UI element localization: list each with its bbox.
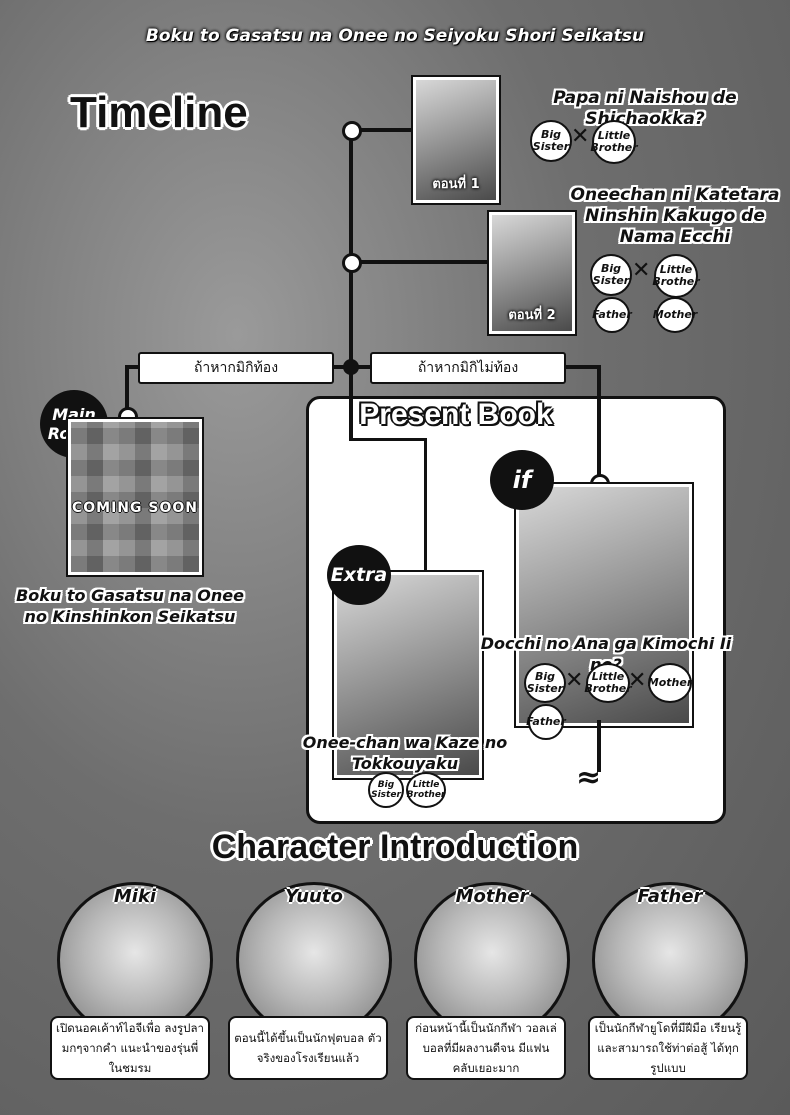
main-route-title-line-1: Boku to Gasatsu na Onee [16, 586, 244, 605]
tag-little-brother: Little Brother [652, 254, 700, 298]
extra-connector-v [424, 438, 427, 572]
continuation-icon: ≈ [576, 760, 602, 795]
episode-2-cover[interactable]: ตอนที่ 2 [489, 212, 575, 334]
tag-little-brother: Little Brother [584, 663, 632, 703]
episode-2-title-line-2: Ninshin Kakugo de [585, 206, 765, 226]
episode-2-title-line-3: Nama Ecchi [619, 227, 731, 247]
character-desc-miki: เปิดนอคเค้าท์ไอจีเพื่อ ลงรูปลามกๆจากคำ แ… [50, 1016, 210, 1080]
connector-ep2 [351, 260, 489, 264]
character-name-miki: Miki [113, 886, 157, 907]
main-route-cover[interactable]: COMING SOON [68, 419, 202, 575]
extra-connector-inner [349, 399, 353, 440]
coming-soon-text: COMING SOON [71, 500, 198, 516]
branch-label-pregnant: ถ้าหากมิกิท้อง [138, 352, 334, 384]
tag-father: Father [592, 297, 632, 333]
tag-little-brother: Little Brother [406, 772, 446, 808]
tag-big-sister: Big Sister [530, 120, 572, 162]
branch-label-not-pregnant: ถ้าหากมิกิไม่ท้อง [370, 352, 566, 384]
portrait-mother [414, 882, 570, 1038]
cross-icon: ✕ [571, 124, 590, 149]
extra-title-line-2: Tokkouyaku [351, 754, 459, 773]
series-title: Boku to Gasatsu na Onee no Seiyoku Shori… [145, 26, 645, 46]
tag-big-sister: Big Sister [524, 663, 566, 703]
tag-father: Father [526, 704, 566, 740]
tag-little-brother: Little Brother [590, 120, 638, 164]
connector-ep1 [351, 128, 413, 132]
extra-badge: Extra [327, 545, 391, 605]
timeline-trunk [349, 130, 353, 440]
character-desc-father: เป็นนักกีฬายูโดที่มีฝีมือ เรียนรู้และสาม… [588, 1016, 748, 1080]
main-route-title: Boku to Gasatsu na Onee no Kinshinkon Se… [10, 585, 250, 627]
episode-2-label: ตอนที่ 2 [508, 308, 556, 323]
tag-mother: Mother [653, 297, 697, 333]
character-name-mother: Mother [455, 886, 529, 907]
character-name-father: Father [637, 886, 703, 907]
portrait-father [592, 882, 748, 1038]
extra-cover[interactable] [334, 572, 482, 778]
episode-2-title-line-1: Oneechan ni Katetara [570, 185, 780, 205]
episode-1-cover[interactable]: ตอนที่ 1 [413, 77, 499, 203]
if-badge: if [490, 450, 554, 510]
tag-mother: Mother [648, 663, 692, 703]
main-route-title-line-2: no Kinshinkon Seikatsu [24, 607, 236, 626]
cross-icon: ✕ [628, 668, 647, 693]
extra-title-line-1: Onee-chan wa Kaze no [302, 733, 508, 752]
tag-big-sister: Big Sister [590, 254, 632, 296]
cross-icon: ✕ [632, 258, 651, 283]
branch-left-down [125, 365, 129, 417]
extra-title: Onee-chan wa Kaze no Tokkouyaku [300, 732, 510, 774]
character-name-yuuto: Yuuto [285, 886, 343, 907]
portrait-yuuto [236, 882, 392, 1038]
extra-connector-h [349, 438, 427, 441]
tag-big-sister: Big Sister [368, 772, 404, 808]
timeline-node-ep1 [342, 121, 362, 141]
character-desc-mother: ก่อนหน้านี้เป็นนักกีฬา วอลเล่บอลที่มีผลง… [406, 1016, 566, 1080]
episode-1-label: ตอนที่ 1 [432, 177, 480, 192]
timeline-title: Timeline [70, 88, 248, 137]
character-intro-title: Character Introduction [211, 828, 579, 866]
present-book-title: Present Book [359, 398, 553, 431]
timeline-node-branch [343, 359, 359, 375]
if-connector-inner [597, 399, 601, 479]
if-continuation-line [597, 720, 601, 772]
character-desc-yuuto: ตอนนี้ได้ขึ้นเป็นนักฟุตบอล ตัวจริงของโรง… [228, 1016, 388, 1080]
timeline-node-ep2 [342, 253, 362, 273]
episode-1-title: Papa ni Naishou de Shichaokka? [553, 88, 737, 129]
episode-2-title: Oneechan ni Katetara Ninshin Kakugo de N… [560, 185, 790, 248]
cross-icon: ✕ [565, 668, 584, 693]
